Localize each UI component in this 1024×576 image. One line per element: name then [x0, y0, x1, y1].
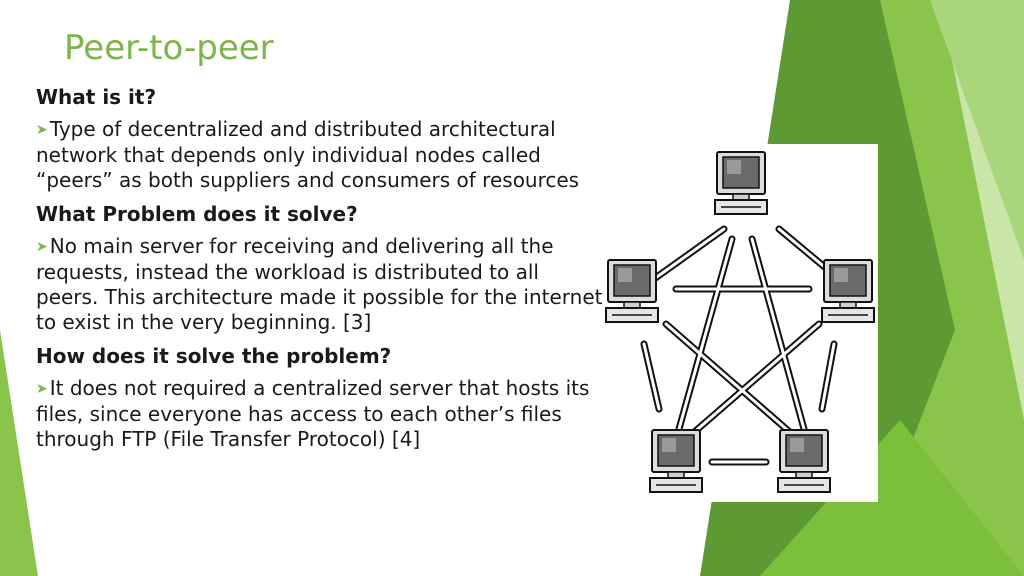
section-body: Type of decentralized and distributed ar… [36, 117, 580, 192]
bg-shape-left [0, 330, 38, 576]
computer-icon [649, 429, 703, 493]
section-text: ➤Type of decentralized and distributed a… [36, 117, 606, 193]
computer-icon [821, 259, 875, 323]
bg-shape-bottom [760, 420, 1024, 576]
section-what-is-it: What is it? ➤Type of decentralized and d… [36, 84, 606, 193]
section-body: No main server for receiving and deliver… [36, 234, 603, 334]
section-text: ➤It does not required a centralized serv… [36, 376, 606, 452]
connection-arrows-inner [642, 227, 841, 464]
section-heading: How does it solve the problem? [36, 344, 392, 368]
arrowhead-bullet-icon: ➤ [36, 122, 48, 138]
arrowhead-bullet-icon: ➤ [36, 381, 48, 397]
p2p-network-diagram [604, 144, 878, 502]
computer-icon [777, 429, 831, 493]
section-heading: What is it? [36, 85, 157, 109]
computer-icon [714, 151, 768, 215]
section-heading: What Problem does it solve? [36, 202, 358, 226]
section-text: ➤No main server for receiving and delive… [36, 234, 606, 335]
section-how-solve: How does it solve the problem? ➤It does … [36, 343, 606, 452]
slide-content: What is it? ➤Type of decentralized and d… [36, 84, 606, 460]
arrowhead-bullet-icon: ➤ [36, 239, 48, 255]
computer-icon [605, 259, 659, 323]
slide-title: Peer-to-peer [64, 28, 274, 68]
section-body: It does not required a centralized serve… [36, 376, 590, 451]
bg-shape-accent [930, 0, 1024, 260]
section-what-problem: What Problem does it solve? ➤No main ser… [36, 201, 606, 335]
